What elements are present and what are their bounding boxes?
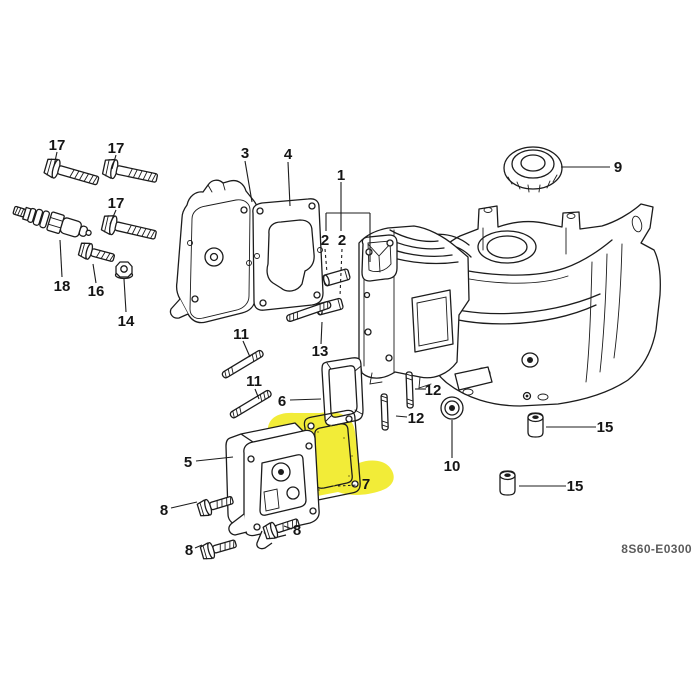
- stud-12-2: [380, 393, 389, 431]
- leader-17-3: [109, 209, 117, 225]
- dowel-pin-2-1: [321, 267, 352, 287]
- callout-5: 5: [184, 454, 192, 471]
- callout-18: 18: [54, 278, 71, 295]
- leader-7: [337, 484, 359, 487]
- leader-13: [320, 321, 323, 345]
- bushing-15-2: [499, 470, 516, 496]
- callout-12-a: 12: [425, 382, 442, 399]
- callout-6: 6: [278, 393, 286, 410]
- callout-15-b: 15: [567, 478, 584, 495]
- leader-11-2: [254, 388, 260, 400]
- oil-seal-drawing: [503, 146, 563, 193]
- leader-8-3: [194, 544, 203, 549]
- callout-17-c: 17: [108, 195, 125, 212]
- leader-2-1: [324, 248, 328, 274]
- cylinder-head-drawing: [358, 225, 470, 389]
- bolt-17-3: [100, 213, 159, 246]
- breather-duct-drawing: [321, 357, 364, 427]
- callout-2-b: 2: [338, 232, 346, 249]
- stud-12-1: [405, 371, 414, 409]
- callout-13: 13: [312, 343, 329, 360]
- bolt-16: [77, 240, 117, 267]
- head-gasket-drawing: [252, 198, 324, 311]
- leader-17-1: [53, 151, 58, 167]
- bolt-17-1: [42, 156, 102, 191]
- callout-16: 16: [88, 283, 105, 300]
- leader-12-2: [395, 415, 408, 418]
- callout-8-b: 8: [293, 522, 301, 539]
- leader-17-2: [111, 154, 117, 170]
- cover-plate-drawing: [169, 179, 259, 324]
- callout-17-b: 17: [108, 140, 125, 157]
- leader-14: [123, 278, 127, 313]
- callout-11-b: 11: [246, 373, 262, 390]
- leader-1-bracket: [325, 182, 371, 262]
- leader-2-2: [339, 248, 343, 297]
- callout-11-a: 11: [233, 326, 249, 343]
- callout-1: 1: [337, 167, 345, 184]
- callout-10: 10: [444, 458, 461, 475]
- bushing-15-1: [527, 412, 544, 438]
- callout-12-b: 12: [408, 410, 425, 427]
- plug-10: [440, 396, 464, 420]
- diagram-code: 8S60-E0300: [621, 542, 692, 556]
- callout-7-highlighted: 7: [362, 476, 370, 493]
- callout-8-c: 8: [185, 542, 193, 559]
- stud-11-2: [228, 388, 273, 420]
- leader-16: [92, 263, 97, 284]
- bolt-8-3: [199, 535, 239, 562]
- leader-8-1: [170, 501, 198, 509]
- leader-18: [59, 239, 63, 278]
- leader-11-1: [242, 340, 251, 358]
- leader-4: [287, 161, 291, 207]
- callout-4: 4: [284, 146, 293, 163]
- leader-lines: [53, 151, 610, 549]
- nut-14: [114, 261, 134, 280]
- bolt-17-2: [101, 157, 160, 189]
- breather-cover-drawing: [225, 422, 320, 550]
- callout-14: 14: [118, 313, 135, 330]
- callout-8-a: 8: [160, 502, 168, 519]
- callout-9: 9: [614, 159, 622, 176]
- leader-6: [289, 398, 322, 401]
- spark-plug-drawing: [12, 205, 92, 238]
- callout-15-a: 15: [597, 419, 614, 436]
- callout-3: 3: [241, 145, 249, 162]
- callout-labels: 17 17 17 18 16 14 3 4 1 2 2 9 13 11 11 6…: [49, 137, 623, 559]
- leader-8-2: [283, 525, 293, 530]
- callout-17-a: 17: [49, 137, 66, 154]
- callout-2-a: 2: [321, 232, 329, 249]
- leader-5: [195, 456, 234, 462]
- leader-3: [244, 160, 253, 203]
